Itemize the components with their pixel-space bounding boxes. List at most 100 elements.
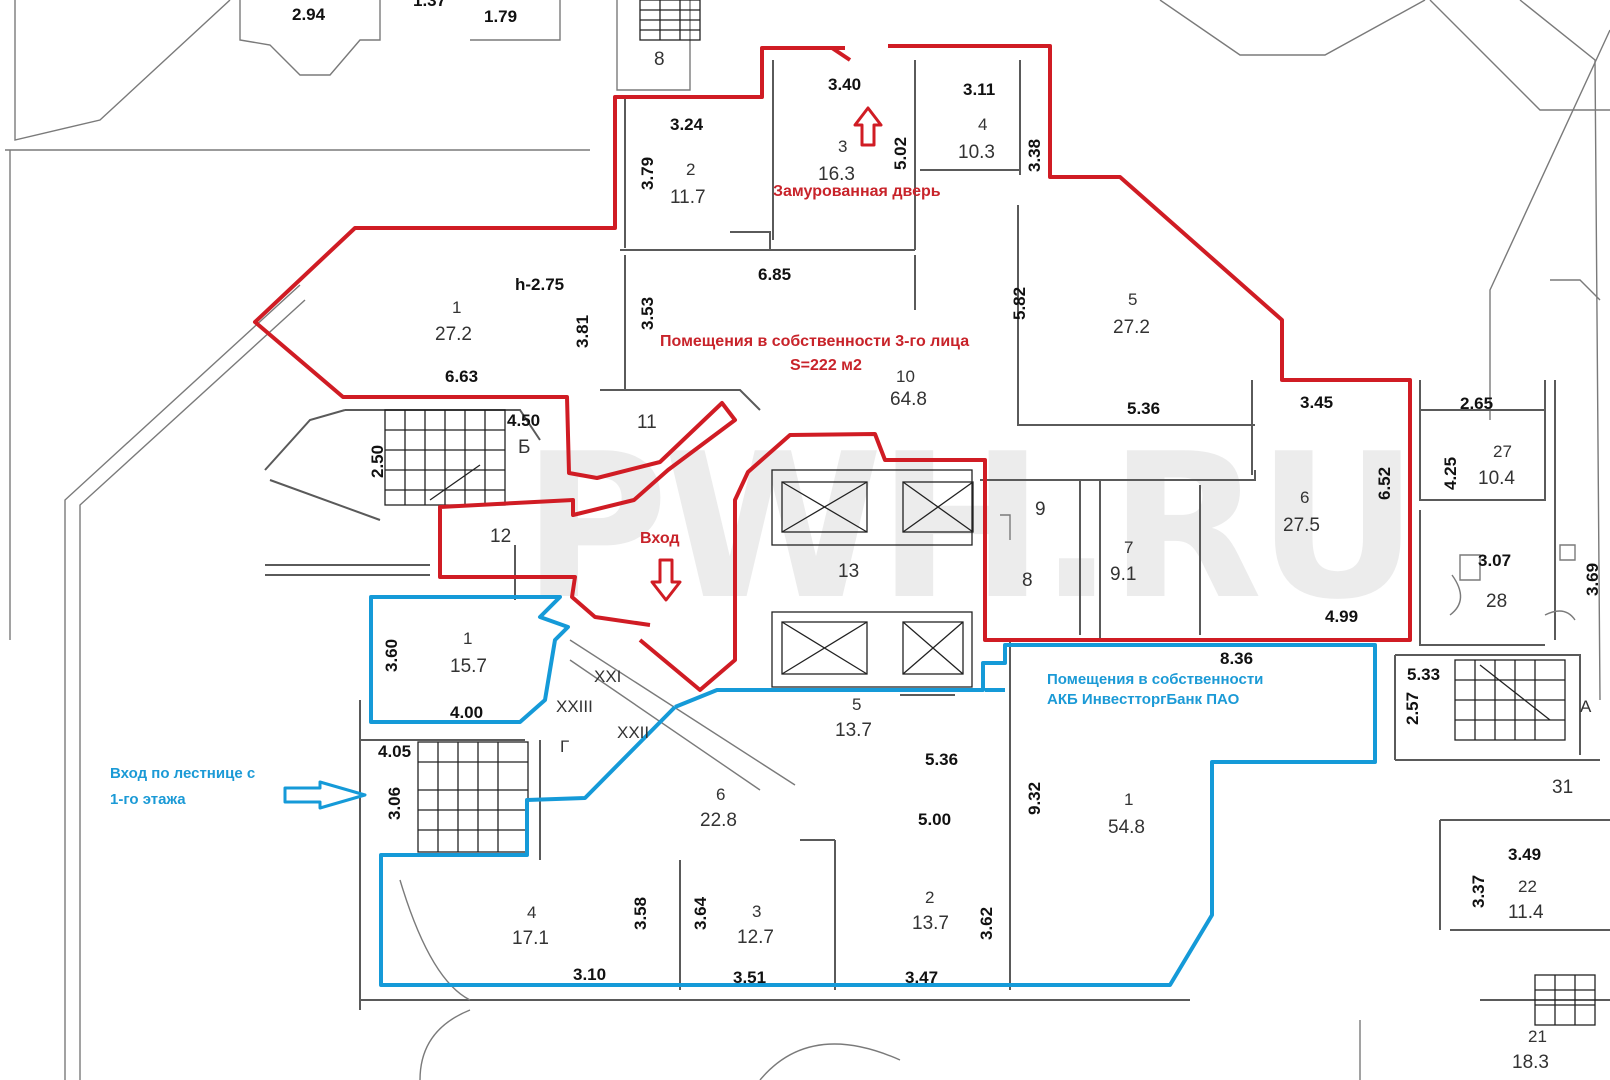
room-22: 22 11.4 bbox=[1508, 877, 1544, 923]
svg-text:3.37: 3.37 bbox=[1469, 875, 1488, 908]
svg-text:4: 4 bbox=[978, 115, 987, 134]
svg-text:13: 13 bbox=[838, 561, 859, 582]
svg-text:12: 12 bbox=[490, 526, 511, 547]
svg-text:4.05: 4.05 bbox=[378, 742, 411, 761]
svg-text:h-2.75: h-2.75 bbox=[515, 275, 564, 294]
svg-text:8: 8 bbox=[1022, 570, 1033, 591]
svg-text:3.38: 3.38 bbox=[1025, 139, 1044, 172]
room-5-upper: 527.2 bbox=[1113, 290, 1150, 338]
svg-text:9: 9 bbox=[1035, 499, 1046, 520]
svg-text:54.8: 54.8 bbox=[1108, 817, 1145, 838]
svg-text:3.47: 3.47 bbox=[905, 968, 938, 987]
svg-text:10.4: 10.4 bbox=[1478, 468, 1515, 489]
svg-text:3.11: 3.11 bbox=[963, 80, 995, 99]
svg-text:А: А bbox=[1580, 697, 1592, 716]
arrow-right-icon bbox=[283, 780, 367, 810]
svg-text:3.10: 3.10 bbox=[573, 965, 606, 984]
svg-text:10: 10 bbox=[896, 367, 915, 386]
stair-entry-line2: 1-го этажа bbox=[110, 791, 186, 808]
svg-text:16.3: 16.3 bbox=[818, 164, 855, 185]
svg-text:3.79: 3.79 bbox=[638, 157, 657, 190]
svg-text:64.8: 64.8 bbox=[890, 389, 927, 410]
bank-main-boundary bbox=[379, 643, 1377, 987]
svg-text:10.3: 10.3 bbox=[958, 142, 995, 163]
svg-text:5.33: 5.33 bbox=[1407, 665, 1440, 684]
svg-text:31: 31 bbox=[1552, 777, 1573, 798]
svg-text:3.64: 3.64 bbox=[691, 896, 710, 930]
room-10: 10 64.8 bbox=[890, 367, 927, 410]
bank-label-line1: Помещения в собственности bbox=[1047, 671, 1263, 688]
svg-text:1: 1 bbox=[1124, 790, 1133, 809]
room-6-lower: 622.8 bbox=[700, 785, 737, 831]
stair-entry-line1: Вход по лестнице с bbox=[110, 765, 255, 782]
svg-text:1: 1 bbox=[452, 298, 461, 317]
room-1-lower: 154.8 bbox=[1108, 790, 1145, 838]
svg-text:2: 2 bbox=[925, 888, 934, 907]
third-party-boundary bbox=[253, 46, 845, 627]
room-1-left: 115.7 bbox=[450, 629, 487, 677]
bank-room-1-boundary bbox=[369, 595, 570, 724]
room-1-upper: 127.2 bbox=[435, 298, 472, 345]
svg-text:22: 22 bbox=[1518, 877, 1537, 896]
svg-text:3.81: 3.81 bbox=[573, 315, 592, 348]
svg-text:4: 4 bbox=[527, 903, 536, 922]
room-6-upper: 627.5 bbox=[1283, 488, 1320, 536]
room-3-upper: 316.3 bbox=[818, 137, 855, 185]
svg-text:8.36: 8.36 bbox=[1220, 649, 1253, 668]
svg-text:11: 11 bbox=[637, 412, 657, 433]
svg-text:2.50: 2.50 bbox=[368, 445, 387, 478]
svg-text:2.94: 2.94 bbox=[292, 5, 326, 24]
svg-text:5.02: 5.02 bbox=[891, 137, 910, 170]
svg-text:1: 1 bbox=[463, 629, 472, 648]
building-walls bbox=[5, 0, 1610, 1080]
svg-text:3.45: 3.45 bbox=[1300, 393, 1333, 412]
svg-text:Б: Б bbox=[518, 437, 530, 458]
svg-text:3.51: 3.51 bbox=[733, 968, 766, 987]
room-2-upper: 211.7 bbox=[670, 160, 706, 208]
room-4-lower: 417.1 bbox=[512, 903, 549, 949]
svg-text:3.07: 3.07 bbox=[1478, 551, 1511, 570]
svg-text:11.4: 11.4 bbox=[1508, 902, 1544, 923]
svg-text:3: 3 bbox=[752, 902, 761, 921]
room-labels: 127.2 211.7 316.3 410.3 527.2 627.5 79.1… bbox=[435, 115, 1549, 1073]
svg-text:5.00: 5.00 bbox=[918, 810, 951, 829]
walled-door-label: Замурованная дверь bbox=[773, 183, 941, 200]
svg-text:4.25: 4.25 bbox=[1441, 457, 1460, 490]
svg-text:6.85: 6.85 bbox=[758, 265, 791, 284]
svg-text:XXIII: XXIII bbox=[556, 697, 593, 716]
svg-text:12.7: 12.7 bbox=[737, 927, 774, 948]
svg-text:5.36: 5.36 bbox=[925, 750, 958, 769]
svg-text:8: 8 bbox=[654, 49, 665, 70]
stairs-upper-left bbox=[384, 409, 506, 506]
stairs-top bbox=[639, 0, 701, 41]
svg-text:3.06: 3.06 bbox=[385, 787, 404, 820]
svg-text:27: 27 bbox=[1493, 442, 1512, 461]
svg-text:9.1: 9.1 bbox=[1110, 564, 1136, 585]
svg-text:6.63: 6.63 bbox=[445, 367, 478, 386]
svg-text:13.7: 13.7 bbox=[835, 720, 872, 741]
stairs-lower-left bbox=[417, 741, 529, 853]
svg-text:3: 3 bbox=[838, 137, 847, 156]
svg-text:3.24: 3.24 bbox=[670, 115, 704, 134]
stairs-bottom-right bbox=[1534, 974, 1596, 1026]
svg-text:27.5: 27.5 bbox=[1283, 515, 1320, 536]
svg-text:XXII: XXII bbox=[617, 723, 649, 742]
svg-text:6: 6 bbox=[716, 785, 725, 804]
arrow-down-icon bbox=[650, 558, 682, 602]
elevator-shafts bbox=[771, 469, 974, 688]
svg-text:27.2: 27.2 bbox=[1113, 317, 1150, 338]
svg-text:XXI: XXI bbox=[594, 667, 621, 686]
room-2-lower: 213.7 bbox=[912, 888, 949, 934]
room-4-upper: 410.3 bbox=[958, 115, 995, 163]
third-party-title: Помещения в собственности 3-го лица bbox=[660, 333, 969, 350]
stairs-right bbox=[1454, 659, 1566, 741]
annotations: Замурованная дверь Помещения в собственн… bbox=[110, 183, 1263, 808]
svg-text:21: 21 bbox=[1528, 1027, 1547, 1046]
svg-text:6.52: 6.52 bbox=[1375, 467, 1394, 500]
svg-text:15.7: 15.7 bbox=[450, 656, 487, 677]
svg-text:3.60: 3.60 bbox=[382, 639, 401, 672]
svg-text:28: 28 bbox=[1486, 591, 1507, 612]
third-party-area: S=222 м2 bbox=[790, 357, 862, 374]
svg-text:5.82: 5.82 bbox=[1010, 287, 1029, 320]
